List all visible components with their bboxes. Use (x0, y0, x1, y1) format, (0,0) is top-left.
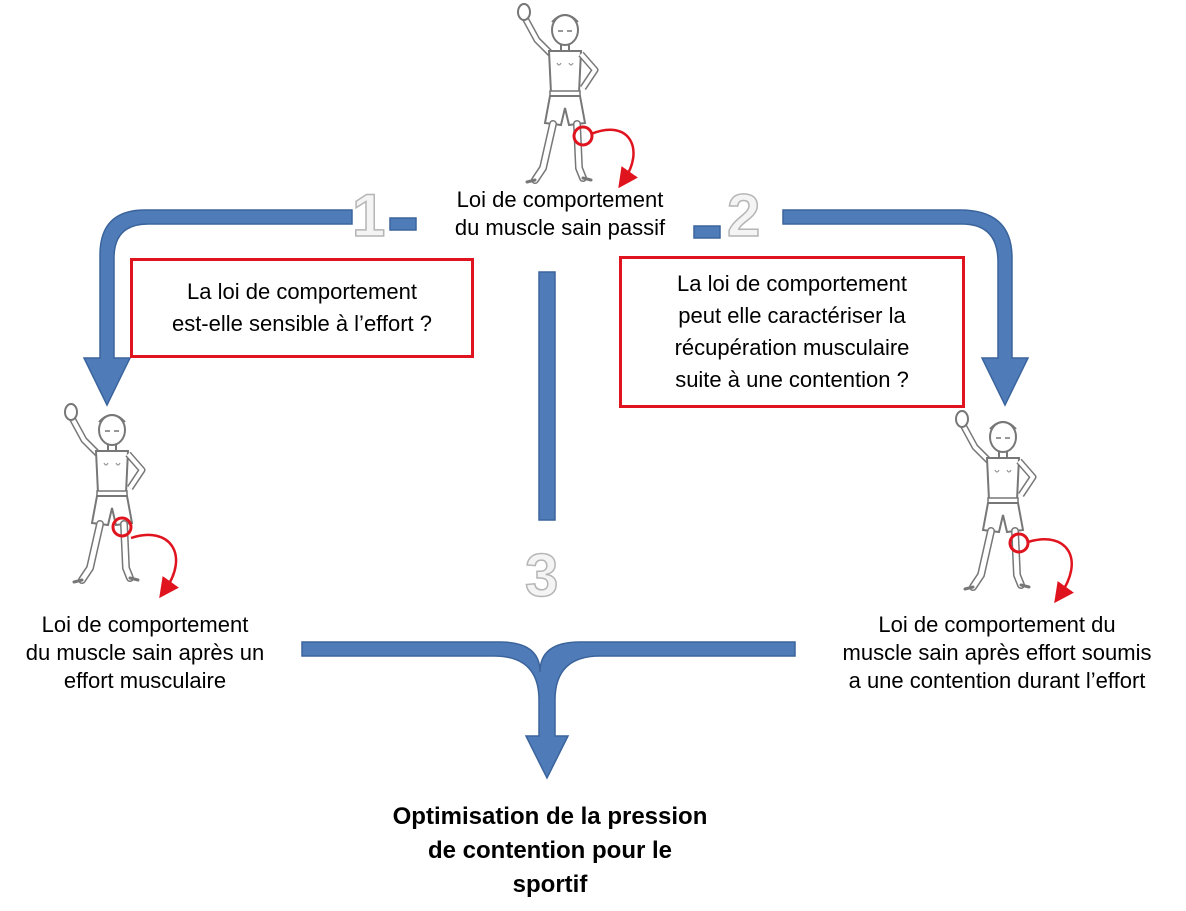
marker-left-circle (111, 516, 133, 538)
figure-top (518, 4, 595, 182)
node-result-label: Optimisation de la pression de contentio… (392, 803, 708, 898)
marker-right-arrow (1027, 538, 1074, 604)
arrow-step-1 (82, 209, 353, 407)
arrow-step-2-connector (693, 225, 721, 239)
question-box-2: La loi de comportement peut elle caracté… (619, 256, 965, 408)
question-box-1: La loi de comportement est-elle sensible… (130, 258, 474, 358)
arrow-merge-result (301, 641, 796, 780)
node-passive-label: Loi de comportement du muscle sain passi… (454, 187, 666, 240)
figure-left (65, 404, 142, 582)
step-number-2: 2 (726, 182, 761, 249)
marker-right-circle (1008, 532, 1030, 554)
node-with-contention-label: Loi de comportement du muscle sain après… (842, 612, 1152, 693)
marker-left-arrow (130, 533, 179, 599)
arrow-step-3-bar (538, 271, 556, 521)
arrow-step-1-connector (389, 217, 417, 231)
marker-top-arrow (590, 128, 638, 189)
marker-top-circle (572, 125, 594, 147)
step-number-3: 3 (524, 542, 559, 609)
node-after-effort-label: Loi de comportement du muscle sain après… (25, 612, 265, 693)
arrow-step-2 (782, 209, 1030, 407)
step-number-1: 1 (351, 182, 386, 249)
figure-right (956, 411, 1033, 589)
